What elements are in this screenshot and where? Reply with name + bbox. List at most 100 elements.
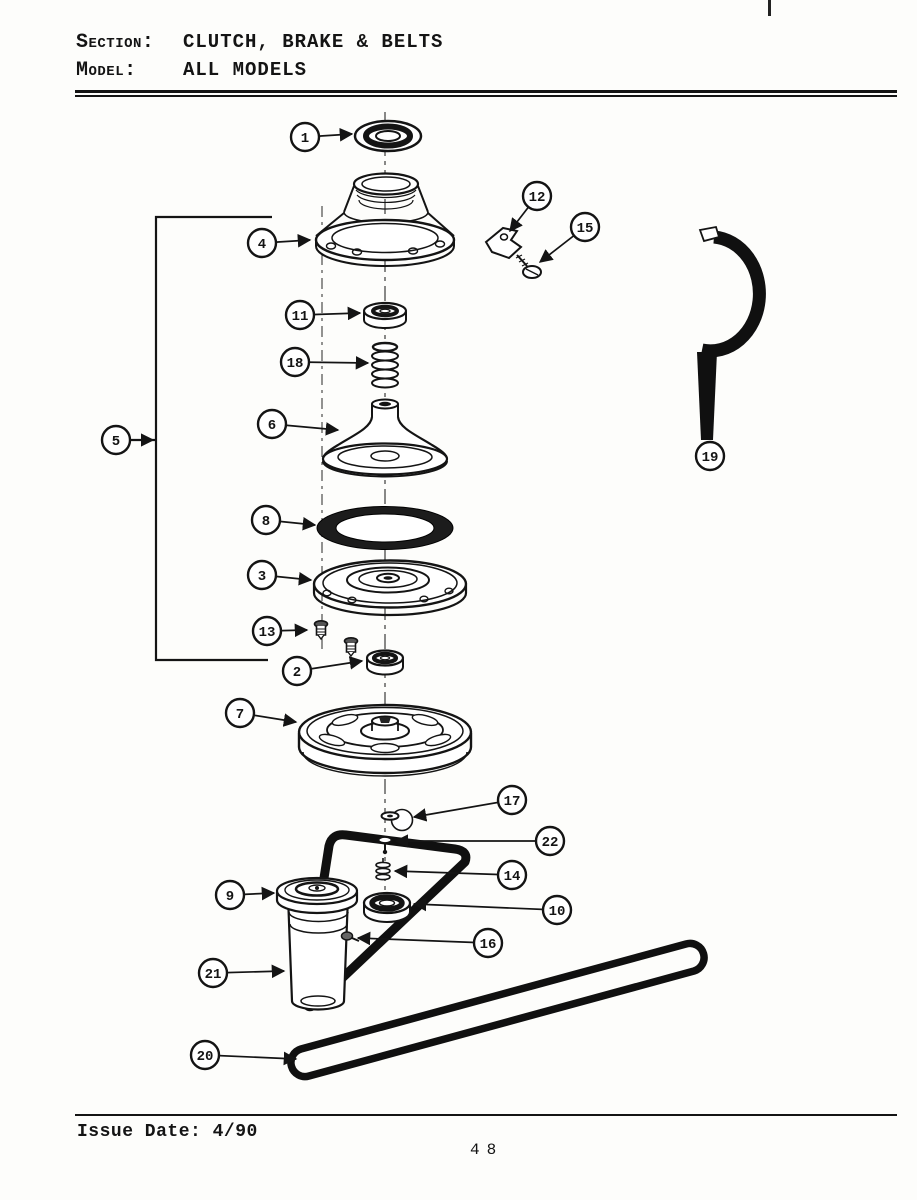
callout-20: 20: [189, 1039, 298, 1071]
callout-circle-7: [224, 697, 256, 729]
callout-circle-13: [251, 615, 283, 647]
callout-number-12: 12: [529, 190, 546, 206]
callout-7: 7: [224, 697, 298, 729]
part-10-bearing-ring: [362, 891, 412, 923]
callout-number-16: 16: [480, 937, 497, 953]
callout-5: 5: [100, 424, 155, 456]
callout-6: 6: [256, 408, 340, 440]
part-9-small-pulley: [275, 876, 359, 915]
part-4-mounting-flange: [314, 172, 456, 267]
callout-circle-11: [284, 299, 316, 331]
scan-artifact-tick: [768, 0, 771, 16]
callout-15: 15: [538, 211, 601, 263]
callout-16: 16: [356, 927, 504, 959]
callout-number-15: 15: [577, 221, 594, 237]
callout-circle-12: [521, 180, 553, 212]
callout-circle-17: [496, 784, 528, 816]
callout-circle-6: [256, 408, 288, 440]
callout-circle-18: [279, 346, 311, 378]
callout-circle-1: [289, 121, 321, 153]
callout-14: 14: [393, 859, 528, 891]
callout-circle-10: [541, 894, 573, 926]
callout-number-10: 10: [549, 904, 566, 920]
part-21-sleeve: [286, 894, 350, 1011]
model-value: ALL MODELS: [183, 59, 308, 81]
part-18-spring: [371, 341, 399, 389]
callout-circle-8: [250, 504, 282, 536]
part-7-clutch-pulley: [297, 703, 473, 777]
callout-9: 9: [214, 879, 276, 911]
part-11-bushing: [362, 301, 408, 329]
callout-number-8: 8: [262, 514, 270, 530]
callout-number-21: 21: [205, 967, 222, 983]
part-15-screw: [515, 254, 542, 279]
callout-number-19: 19: [702, 450, 719, 466]
section-label: Section:: [76, 31, 155, 54]
callout-12: 12: [509, 180, 553, 233]
callout-10: 10: [412, 894, 573, 926]
section-row: Section: CLUTCH, BRAKE & BELTS: [76, 28, 443, 56]
callout-number-7: 7: [236, 707, 244, 723]
part-3-brake-plate: [312, 559, 468, 617]
callout-1: 1: [289, 121, 354, 153]
callout-circle-3: [246, 559, 278, 591]
part-6-clutch-bell: [321, 398, 449, 478]
callout-circle-9: [214, 879, 246, 911]
header-rule: [75, 90, 897, 97]
part-13-screws: [313, 619, 359, 658]
issue-date: Issue Date: 4/90: [77, 1122, 258, 1142]
callout-4: 4: [246, 227, 312, 259]
callout-circle-19: [694, 440, 726, 472]
callout-circle-22: [534, 825, 566, 857]
part-14-spring-screw: [375, 858, 391, 881]
part-2-bearing-nut: [365, 649, 405, 676]
callout-circle-4: [246, 227, 278, 259]
callout-circle-21: [197, 957, 229, 989]
callout-circle-16: [472, 927, 504, 959]
callout-13: 13: [251, 615, 309, 647]
callout-number-13: 13: [259, 625, 276, 641]
callout-3: 3: [246, 559, 313, 591]
page-header: Section: CLUTCH, BRAKE & BELTS Model: ALL …: [76, 28, 443, 84]
callout-number-2: 2: [293, 665, 301, 681]
section-value: CLUTCH, BRAKE & BELTS: [183, 31, 444, 53]
callout-number-3: 3: [258, 569, 266, 585]
callout-number-17: 17: [504, 794, 521, 810]
part-1-bearing: [353, 119, 423, 153]
callout-number-18: 18: [287, 356, 304, 372]
part-22-retainer: [377, 836, 393, 855]
part-17-washer: [380, 808, 414, 832]
callout-number-6: 6: [268, 418, 276, 434]
callout-number-22: 22: [542, 835, 559, 851]
callout-8: 8: [250, 504, 317, 536]
callout-circle-20: [189, 1039, 221, 1071]
callout-circle-5: [100, 424, 132, 456]
page-number: 48: [470, 1141, 504, 1159]
callout-18: 18: [279, 346, 370, 378]
model-row: Model: ALL MODELS: [76, 56, 443, 84]
footer-rule: [75, 1114, 897, 1116]
callout-22: 22: [394, 825, 566, 857]
model-label: Model:: [76, 59, 137, 82]
callout-number-11: 11: [292, 309, 309, 325]
part-19-brake-band: [697, 225, 766, 440]
callout-number-5: 5: [112, 434, 120, 450]
part-12-mounting-bracket: [484, 226, 523, 260]
part-16-set-screw: [340, 931, 360, 942]
callout-number-4: 4: [258, 237, 266, 253]
callout-19: 19: [694, 440, 726, 472]
callout-number-9: 9: [226, 889, 234, 905]
group-bracket: [130, 215, 272, 662]
callout-number-20: 20: [197, 1049, 214, 1065]
callout-17: 17: [412, 784, 528, 822]
callout-2: 2: [281, 655, 364, 687]
callout-11: 11: [284, 299, 362, 331]
callout-circle-2: [281, 655, 313, 687]
callout-number-1: 1: [301, 131, 309, 147]
callout-circle-15: [569, 211, 601, 243]
part-8-gasket: [316, 506, 454, 550]
callout-21: 21: [197, 957, 286, 989]
